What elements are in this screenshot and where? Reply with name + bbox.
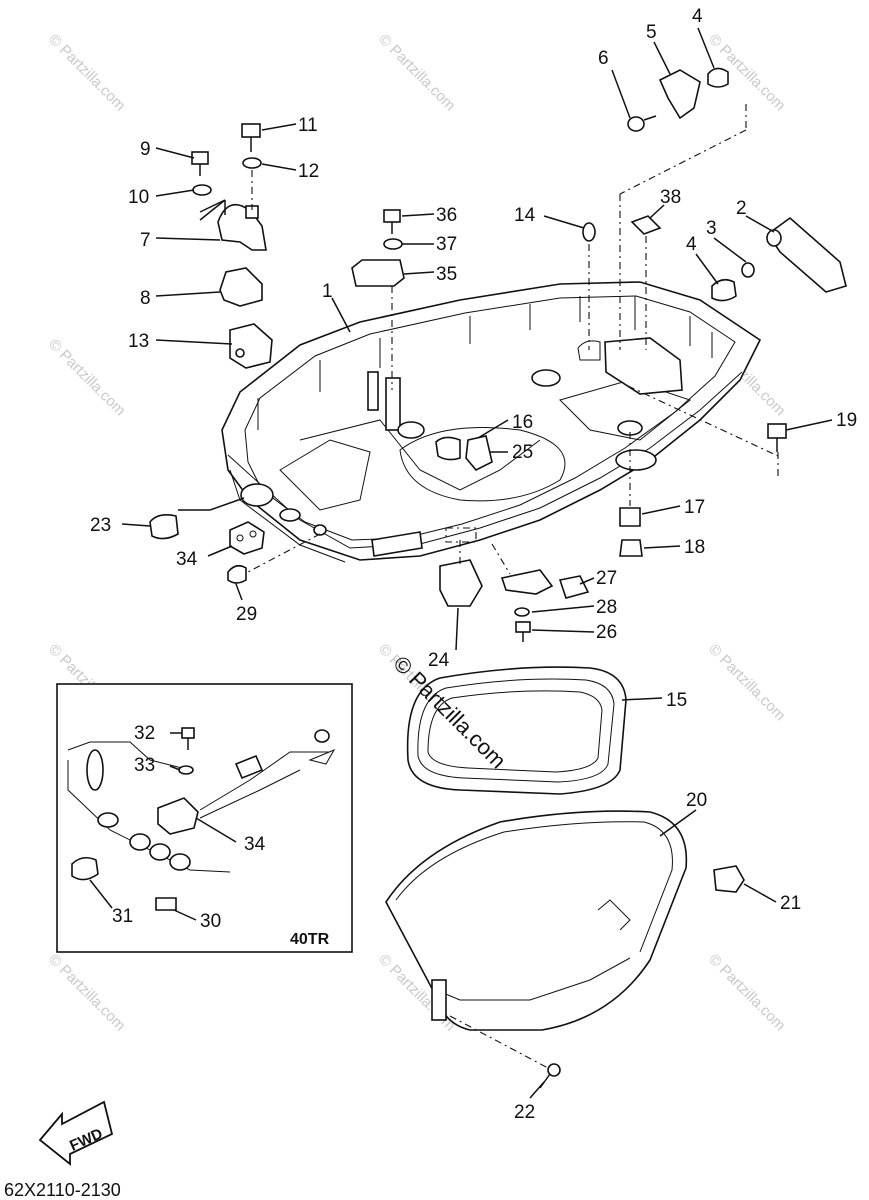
callout-1: 1 (322, 281, 333, 302)
callouts: 1 2 3 4 4 5 6 7 8 9 10 11 12 13 14 15 16… (90, 6, 857, 1123)
callout-8: 8 (140, 288, 151, 309)
callout-9: 9 (140, 139, 151, 160)
callout-5: 5 (646, 22, 657, 43)
callout-26: 26 (596, 622, 617, 643)
part-7-bracket (199, 199, 267, 251)
callout-15: 15 (666, 690, 687, 711)
callout-19: 19 (836, 410, 857, 431)
inset-label: 40TR (290, 931, 330, 948)
part-12-washer (242, 157, 262, 169)
inset-40tr (56, 683, 353, 953)
part-9-bolt (191, 151, 209, 176)
watermark-text: © Partzilla.com (45, 336, 128, 419)
part-27-bracket (500, 569, 590, 599)
part-14-grommet (582, 222, 596, 242)
part-25-clip (465, 435, 493, 471)
callout-25: 25 (512, 442, 533, 463)
callout-29: 29 (236, 604, 257, 625)
part-29-plug (227, 564, 247, 584)
part-19-bolt (767, 423, 787, 452)
part-24-drain (439, 559, 483, 607)
callout-6: 6 (598, 48, 609, 69)
part-28-washer (514, 607, 530, 617)
watermark-text: © Partzilla.com (705, 951, 788, 1034)
watermark-text: © Partzilla.com (45, 951, 128, 1034)
leader-lines (89, 27, 833, 1099)
callout-24: 24 (428, 650, 450, 671)
part-15-seal (406, 666, 627, 795)
callout-32: 32 (134, 723, 155, 744)
part-16-grommet (435, 436, 461, 461)
callout-11: 11 (298, 115, 318, 136)
part-35-plate (351, 259, 405, 287)
callout-4: 4 (692, 6, 703, 27)
callout-23: 23 (90, 515, 111, 536)
callout-3: 3 (706, 218, 717, 239)
callout-20: 20 (686, 790, 707, 811)
callout-4: 4 (686, 234, 697, 255)
part-36-bolt (383, 209, 401, 234)
part-13-grommet (229, 323, 273, 369)
part-22-screw (539, 1063, 561, 1089)
part-34-grommet (229, 521, 265, 555)
watermark-text: © Partzilla.com (705, 641, 788, 724)
bottom-cowling (221, 281, 762, 563)
callout-12: 12 (298, 161, 319, 182)
callout-37: 37 (436, 234, 457, 255)
part-10-washer (192, 184, 212, 196)
part-5-latch (658, 69, 701, 120)
part-21-clip (713, 865, 745, 893)
callout-34: 34 (244, 834, 266, 855)
callout-14: 14 (514, 205, 536, 226)
callout-13: 13 (128, 331, 149, 352)
reference-dash-lines (247, 104, 779, 1069)
part-20-tray (385, 810, 688, 1031)
callout-2: 2 (736, 198, 747, 219)
part-38-label (630, 215, 662, 235)
part-17-grommet (619, 507, 641, 527)
callout-35: 35 (436, 264, 457, 285)
part-code: 62X2110-2130 (4, 1180, 121, 1200)
callout-7: 7 (140, 230, 151, 251)
callout-28: 28 (596, 597, 617, 618)
callout-18: 18 (684, 537, 705, 558)
watermark-text: © Partzilla.com (375, 31, 458, 114)
part-2-lever (766, 216, 847, 293)
callout-27: 27 (596, 568, 617, 589)
part-4-bushing-top (707, 67, 729, 88)
callout-30: 30 (200, 911, 221, 932)
callout-16: 16 (512, 412, 533, 433)
fwd-arrow-icon (38, 1100, 114, 1166)
part-11-bolt (241, 123, 261, 152)
callout-34: 34 (176, 549, 198, 570)
part-4-bushing (711, 278, 737, 302)
part-6-screw (627, 115, 657, 132)
callout-10: 10 (128, 187, 149, 208)
part-26-screw (515, 621, 531, 642)
callout-31: 31 (112, 906, 133, 927)
part-8-clamp (219, 267, 263, 307)
part-18-plug (619, 539, 643, 557)
part-3-ring (741, 262, 755, 278)
callout-33: 33 (134, 755, 155, 776)
callout-21: 21 (780, 893, 801, 914)
callout-22: 22 (514, 1102, 535, 1123)
callout-38: 38 (660, 187, 681, 208)
watermark-text: © Partzilla.com (45, 31, 128, 114)
part-37-washer (383, 238, 403, 250)
callout-17: 17 (684, 497, 705, 518)
callout-36: 36 (436, 205, 457, 226)
part-23-plug (149, 514, 179, 540)
